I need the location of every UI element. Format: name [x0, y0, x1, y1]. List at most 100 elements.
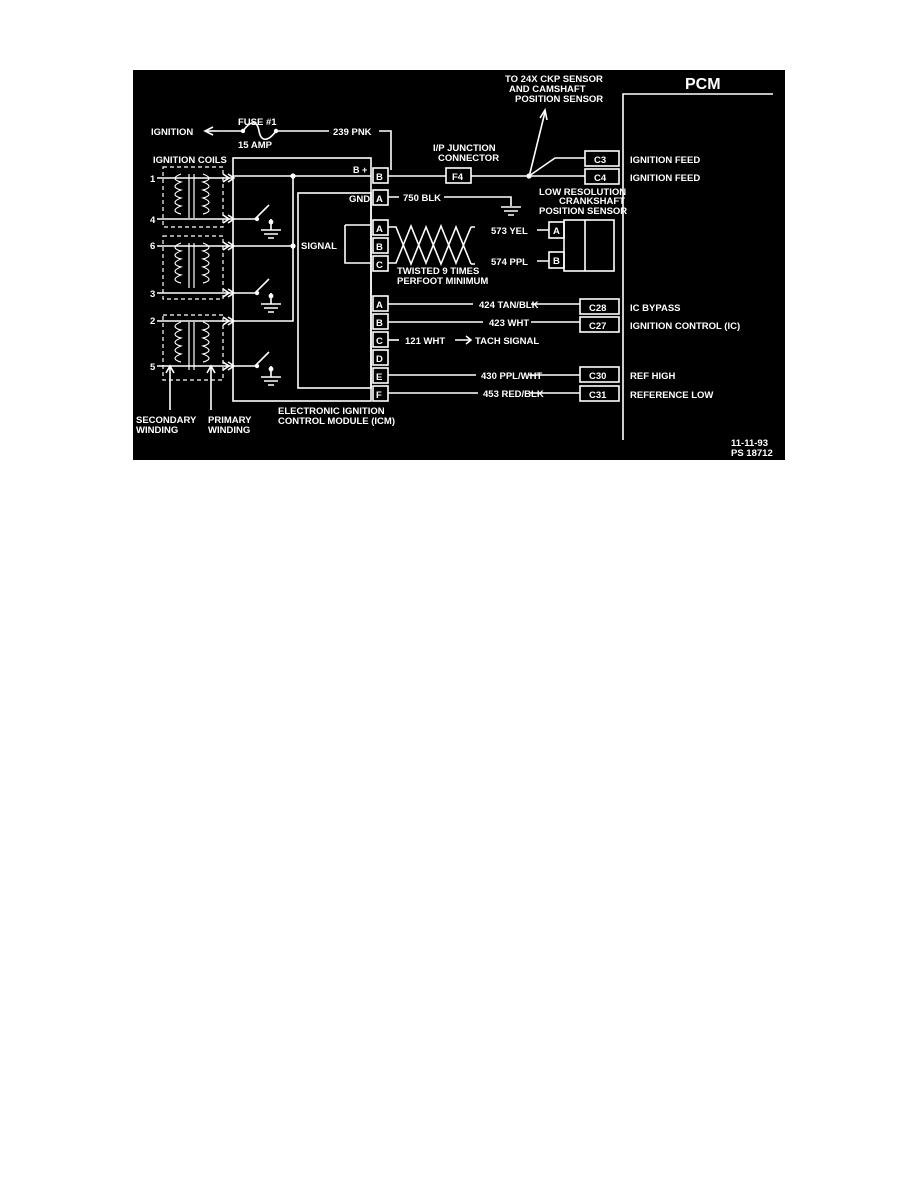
coil-1-4-leads	[157, 177, 233, 220]
to-sensor-line	[528, 111, 546, 178]
to-sensor-line1: TO 24X CKP SENSOR	[505, 74, 603, 85]
primary-line1: PRIMARY	[208, 415, 252, 426]
ignition-coils-label: IGNITION COILS	[153, 155, 227, 166]
coil-number-2: 2	[150, 316, 155, 327]
twisted-pair-icon	[388, 223, 472, 267]
coil-number-5: 5	[150, 362, 156, 373]
pcm-pin-c3-desc: IGNITION FEED	[630, 155, 700, 166]
secondary-line1: SECONDARY	[136, 415, 197, 426]
icm-pin-gnd-label: A	[376, 194, 383, 205]
coil-2-5-secondary-icon	[174, 321, 184, 363]
icm-label-line1: ELECTRONIC IGNITION	[278, 406, 385, 417]
pcm-pin-c28	[579, 298, 620, 315]
icm-pin-b-label: B	[376, 318, 383, 329]
ignition-arrow-icon	[203, 126, 214, 136]
b-plus-label: B +	[353, 165, 367, 175]
wire-750-label: 750 BLK	[403, 193, 441, 204]
coil-6-3-secondary-icon	[174, 242, 184, 284]
gnd-label: GND	[349, 194, 370, 205]
to-sensor-line3: POSITION SENSOR	[515, 94, 603, 105]
switch-1-contact	[268, 219, 274, 225]
pcm-pin-c27-desc: IGNITION CONTROL (IC)	[630, 321, 740, 332]
coil-6-3-primary-icon	[200, 242, 210, 284]
icm-pin-d	[372, 349, 389, 366]
icm-pin-a-label: A	[376, 300, 383, 311]
coil-1-4-primary-icon	[200, 173, 210, 215]
primary-line2: WINDING	[208, 425, 250, 436]
sensor-pin-b-label: B	[553, 256, 560, 267]
b-plus-junction	[290, 173, 296, 179]
coil-number-4: 4	[150, 215, 156, 226]
coil-1-4-connector-icon	[222, 173, 236, 224]
icm-label-line2: CONTROL MODULE (ICM)	[278, 416, 395, 427]
wire-424-label: 424 TAN/BLK	[479, 300, 539, 311]
ignition-label: IGNITION	[151, 127, 193, 138]
coil-2-5-core-icon	[188, 322, 195, 370]
icm-pin-signal-b	[372, 237, 389, 254]
ip-junction-line2: CONNECTOR	[438, 153, 499, 164]
secondary-arrow-icon	[165, 364, 175, 410]
switch-2-pivot	[254, 290, 260, 296]
switch-2-contact	[268, 293, 274, 299]
coil-number-1: 1	[150, 174, 156, 185]
coil-1-4-core-icon	[188, 174, 195, 218]
twisted-line2: PERFOOT MINIMUM	[397, 276, 488, 287]
secondary-line2: WINDING	[136, 425, 178, 436]
switch-1-pivot	[254, 216, 260, 222]
wire-239-line	[217, 130, 392, 170]
fuse-name: FUSE #1	[238, 117, 277, 128]
twisted-line1: TWISTED 9 TIMES	[397, 266, 479, 277]
sensor-body	[563, 219, 615, 272]
wire-750-line	[388, 196, 512, 206]
wire-430-label: 430 PPL/WHT	[481, 371, 542, 382]
pcm-pin-c31-desc: REFERENCE LOW	[630, 390, 713, 401]
fuse-rating: 15 AMP	[238, 140, 273, 151]
icm-pin-signal-c-label: C	[376, 260, 383, 271]
pcm-pin-c28-label: C28	[589, 303, 606, 314]
fuse-icon	[242, 121, 277, 141]
pcm-pin-c30-desc: REF HIGH	[630, 371, 676, 382]
icm-inner-box	[297, 192, 372, 389]
pcm-pin-c4-desc: IGNITION FEED	[630, 173, 700, 184]
feed-to-c3-wire	[528, 157, 585, 177]
coil-pack-1-4	[162, 166, 224, 228]
coil-number-3: 3	[150, 289, 155, 300]
coil-6-3-connector-icon	[222, 241, 236, 298]
sensor-leads	[537, 229, 549, 262]
icm-pin-e-label: E	[376, 372, 382, 383]
coil-number-6: 6	[150, 241, 155, 252]
diagram-background	[133, 70, 785, 460]
coil-2-5-primary-icon	[200, 321, 210, 363]
date-code: 11-11-93	[731, 438, 768, 449]
pcm-pin-c27-label: C27	[589, 321, 606, 332]
low-res-line3: POSITION SENSOR	[539, 206, 627, 217]
switch-3-pivot	[254, 363, 260, 369]
ip-junction-line1: I/P JUNCTION	[433, 143, 496, 154]
wire-423-label: 423 WHT	[489, 318, 529, 329]
tach-arrow-icon	[455, 335, 473, 345]
coil-pack-2-5	[162, 314, 224, 381]
to-sensor-line2: AND CAMSHAFT	[509, 84, 586, 95]
icm-pin-f-label: F	[376, 390, 382, 401]
low-res-line1: LOW RESOLUTION	[539, 187, 626, 198]
wire-453-label: 453 RED/BLK	[483, 389, 544, 400]
switch-3-contact	[268, 366, 274, 372]
wire-574-label: 574 PPL	[491, 257, 528, 268]
signal-bracket	[344, 225, 371, 264]
wire-121-label: 121 WHT	[405, 336, 445, 347]
ps-code: PS 18712	[731, 448, 773, 459]
coil-6-3-core-icon	[188, 243, 195, 288]
pcm-outline	[622, 93, 773, 440]
b-plus-vertical	[233, 176, 294, 322]
low-res-line2: CRANKSHAFT	[559, 196, 625, 207]
pcm-pin-c27	[579, 316, 620, 333]
pcm-pin-c3	[584, 150, 620, 167]
primary-arrow-icon	[206, 364, 216, 410]
icm-pin-signal-a-label: A	[376, 224, 383, 235]
icm-pin-signal-b-label: B	[376, 242, 383, 253]
pcm-pin-c4	[584, 168, 620, 185]
coil-2-5-connector-icon	[222, 316, 236, 371]
wire-573-label: 573 YEL	[491, 226, 528, 237]
wire-239-label: 239 PNK	[333, 127, 372, 138]
twisted-pair-ends	[471, 226, 475, 265]
